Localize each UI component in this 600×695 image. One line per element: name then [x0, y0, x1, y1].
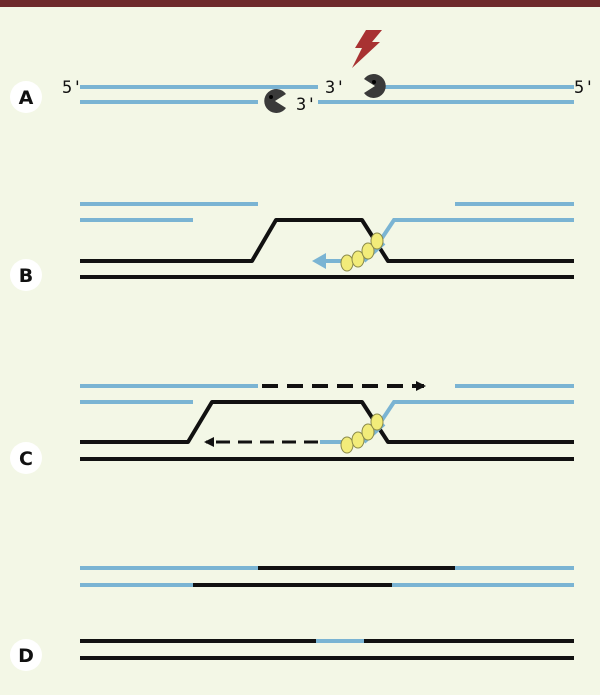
recombinase-filament-icon — [340, 413, 384, 454]
panel-c-label: C — [19, 448, 33, 470]
panel-c-label-badge — [10, 442, 42, 474]
nuclease-icon — [364, 73, 386, 98]
panel-c: C — [10, 381, 574, 474]
top-strand-5-prime-left: 5' — [62, 78, 82, 98]
template-top-strand-dloop — [80, 218, 574, 263]
panel-a: A 5' 3' 3' 5' — [10, 30, 594, 115]
bottom-strand-3-prime-break: 3' — [296, 95, 316, 115]
nuclease-icon — [264, 89, 286, 114]
arrow-left-icon — [312, 253, 326, 269]
template-top-strand-dloop — [80, 400, 574, 444]
lightning-icon — [352, 30, 382, 68]
invading-strand — [380, 400, 574, 422]
panel-d-label: D — [18, 645, 34, 667]
top-accent-bar — [0, 0, 600, 7]
panel-d-label-badge — [10, 639, 42, 671]
panel-a-label: A — [19, 87, 34, 109]
top-strand-5-prime-right: 5' — [574, 78, 594, 98]
top-strand-3-prime-break: 3' — [325, 78, 345, 98]
panel-b: B — [10, 202, 574, 291]
panel-b-label-badge — [10, 259, 42, 291]
panel-a-label-badge — [10, 81, 42, 113]
panel-b-label: B — [19, 265, 33, 287]
recombinase-filament-icon — [340, 232, 384, 272]
invading-strand — [380, 218, 574, 240]
panel-d: D — [10, 566, 574, 671]
